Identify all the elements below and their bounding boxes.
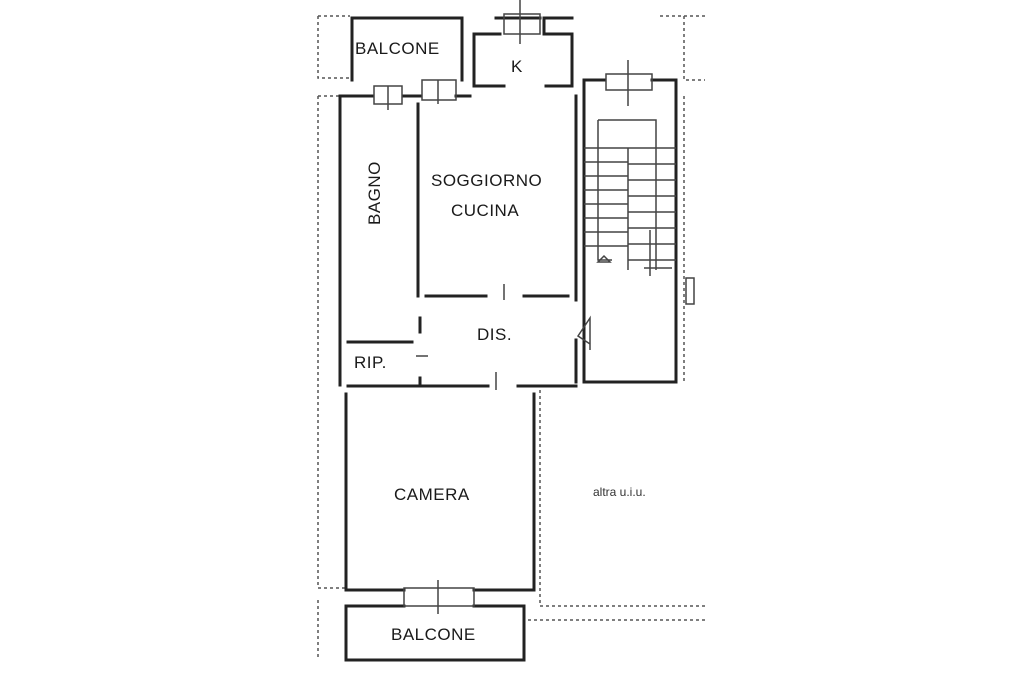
room-label-camera: CAMERA [394, 485, 470, 504]
room-label-rip: RIP. [354, 353, 387, 372]
room-label-altra-uiu: altra u.i.u. [593, 485, 646, 499]
entrance-arrow-icon [576, 315, 591, 350]
room-label-dis: DIS. [477, 325, 513, 344]
room-label-bagno: BAGNO [365, 161, 384, 225]
room-label-cucina: CUCINA [451, 201, 520, 220]
stairs [584, 119, 676, 276]
room-label-balcone-bottom: BALCONE [391, 625, 476, 644]
neighbour-outlines [317, 15, 705, 660]
room-label-k: K [511, 57, 523, 76]
room-label-balcone-top: BALCONE [355, 39, 440, 58]
room-label-soggiorno: SOGGIORNO [431, 171, 543, 190]
windows [373, 0, 695, 614]
